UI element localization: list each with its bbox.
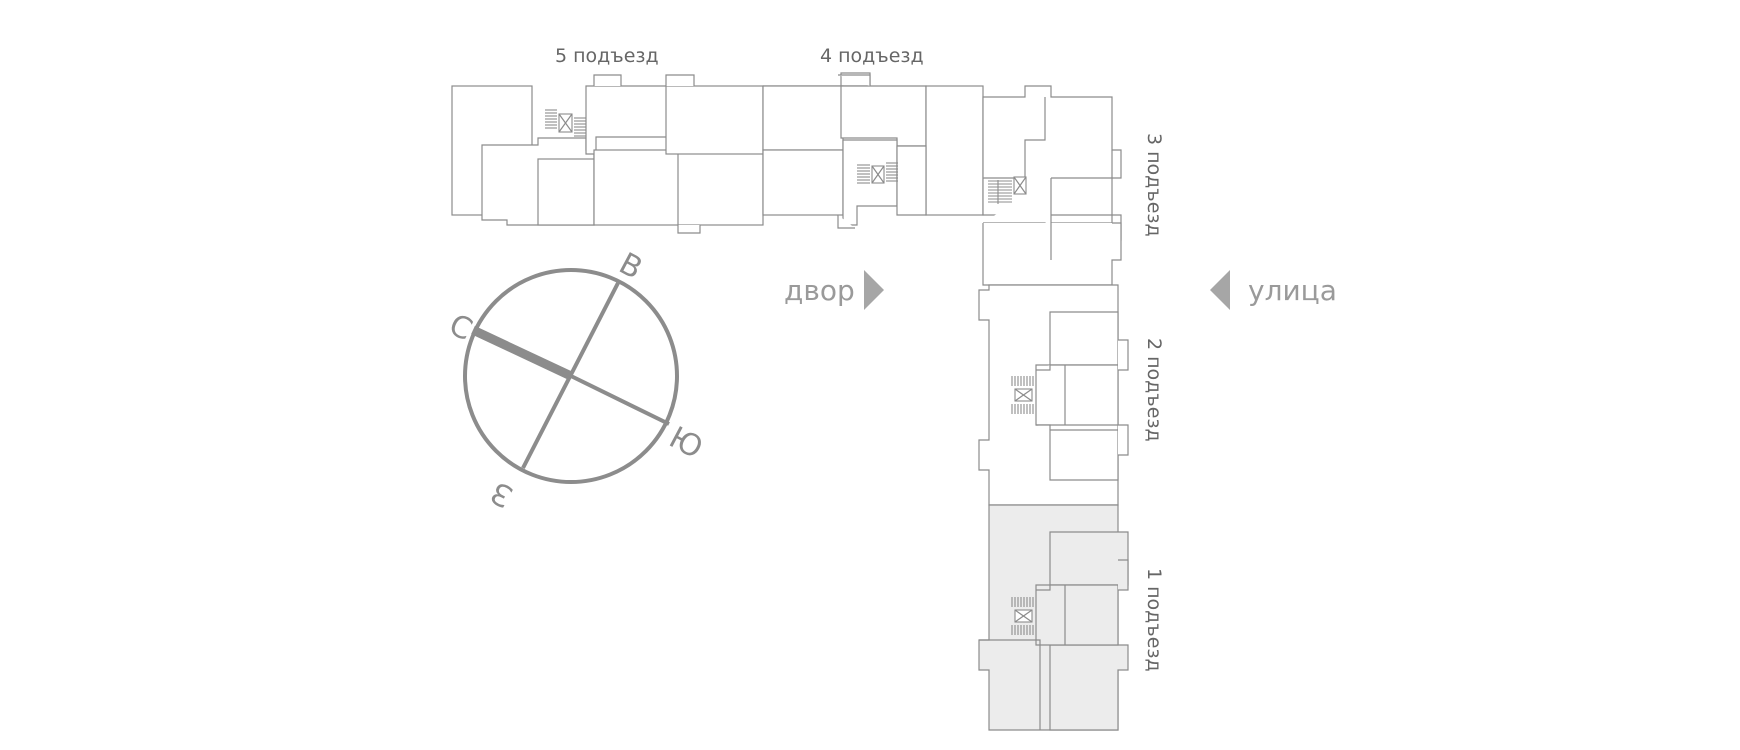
courtyard-arrow-icon <box>864 270 884 310</box>
entrance-2-label: 2 подъезд <box>1143 338 1165 442</box>
compass-west-label: З <box>485 474 518 514</box>
entrance-3-block[interactable]: 3 подъезд <box>982 85 1165 286</box>
entrance-2-block[interactable]: 2 подъезд <box>978 284 1165 506</box>
entrance-2-stairs-icon <box>1011 376 1034 414</box>
entrance-5-stairs-icon <box>545 109 586 137</box>
entrance-4-elevator-icon <box>871 165 885 184</box>
street-label: улица <box>1248 274 1337 307</box>
entrance-5-label: 5 подъезд <box>555 45 659 67</box>
entrance-5-block[interactable]: 5 подъезд <box>451 45 764 234</box>
entrance-1-elevator-icon <box>1014 609 1033 623</box>
entrance-3-elevator-icon <box>1013 176 1027 195</box>
entrance-3-label: 3 подъезд <box>1143 133 1165 237</box>
street-arrow-icon <box>1210 270 1230 310</box>
entrance-4-block[interactable]: 4 подъезд <box>762 45 984 229</box>
entrance-3-stairs-icon <box>988 180 1012 204</box>
entrance-1-stairs-icon <box>1011 597 1034 635</box>
courtyard-indicator: двор <box>784 270 884 310</box>
compass-south-label: Ю <box>663 420 708 466</box>
entrance-1-block[interactable]: 1 подъезд <box>978 504 1165 731</box>
entrance-1-label: 1 подъезд <box>1143 568 1165 672</box>
entrance-2-elevator-icon <box>1014 388 1033 402</box>
courtyard-label: двор <box>784 274 855 307</box>
entrance-5-elevator-icon <box>558 113 573 133</box>
compass-icon: С В Ю З <box>444 246 709 514</box>
entrance-4-label: 4 подъезд <box>820 45 924 67</box>
street-indicator: улица <box>1210 270 1337 310</box>
entrance-4-stairs-icon <box>857 162 898 184</box>
